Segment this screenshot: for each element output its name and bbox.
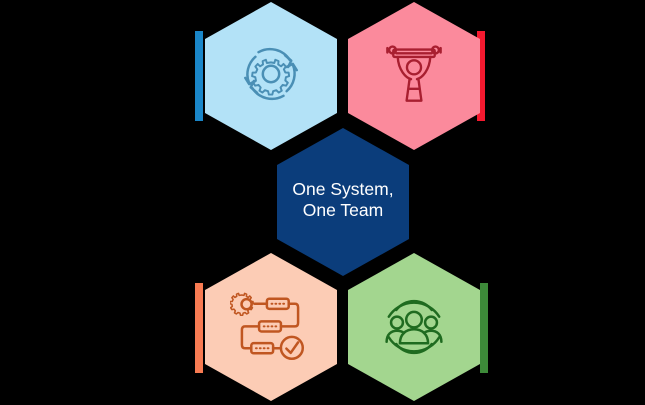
hexagon-center[interactable] bbox=[277, 128, 409, 276]
accent-bar-bottom-left bbox=[195, 283, 203, 373]
hexagon-bottom-right[interactable] bbox=[348, 253, 480, 401]
hexagon-top-left[interactable] bbox=[205, 2, 337, 150]
hexagon-top-right[interactable] bbox=[348, 2, 480, 150]
center-label: One System, One Team bbox=[292, 179, 394, 220]
hexagon-bottom-left[interactable] bbox=[205, 253, 337, 401]
accent-bar-top-left bbox=[195, 31, 203, 121]
accent-bar-top-right bbox=[477, 31, 485, 121]
accent-bar-bottom-right bbox=[480, 283, 488, 373]
